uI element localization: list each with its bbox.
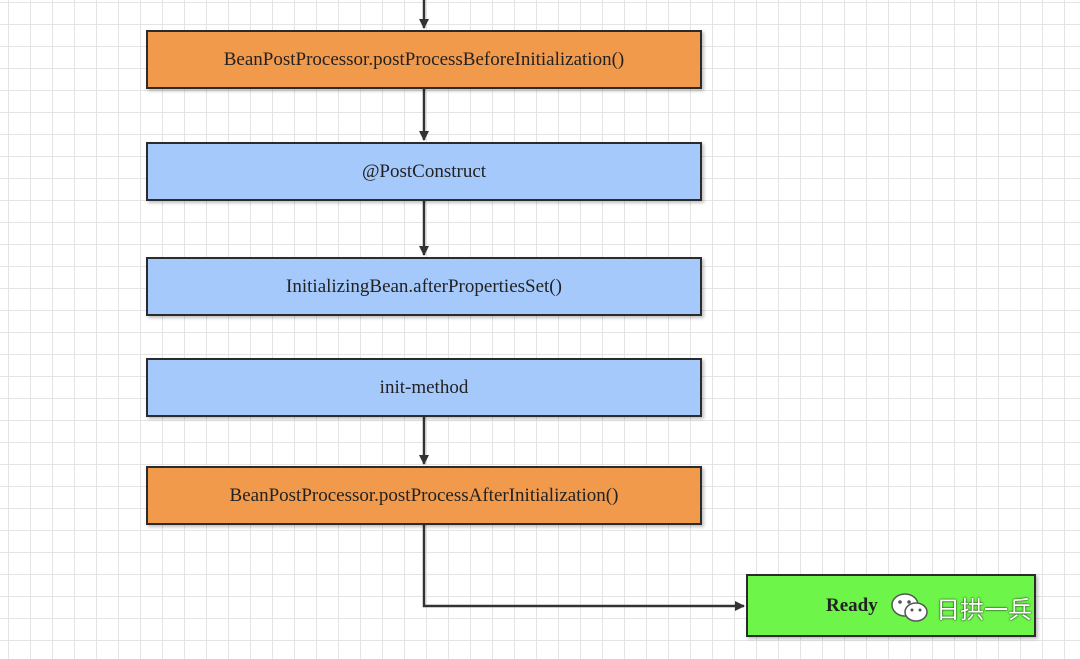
node-post-construct-label: @PostConstruct: [361, 160, 487, 182]
watermark: 日拱一兵: [890, 590, 1032, 625]
node-after-properties-set-label: InitializingBean.afterPropertiesSet(): [286, 275, 562, 297]
node-post-construct: @PostConstruct: [146, 142, 702, 201]
node-ready-label: Ready: [826, 594, 878, 616]
arrow-after-to-ready: [422, 525, 745, 611]
wechat-icon: [891, 592, 928, 622]
node-init-method-label: init-method: [379, 376, 469, 398]
node-after-initialization: BeanPostProcessor.postProcessAfterInitia…: [146, 466, 702, 525]
node-init-method: init-method: [146, 358, 702, 417]
node-before-initialization: BeanPostProcessor.postProcessBeforeIniti…: [146, 30, 702, 89]
node-before-initialization-label: BeanPostProcessor.postProcessBeforeIniti…: [223, 48, 625, 70]
node-ready: Ready: [746, 574, 1036, 637]
node-after-properties-set: InitializingBean.afterPropertiesSet(): [146, 257, 702, 316]
node-after-initialization-label: BeanPostProcessor.postProcessAfterInitia…: [229, 484, 619, 506]
watermark-text: 日拱一兵: [936, 596, 1032, 624]
